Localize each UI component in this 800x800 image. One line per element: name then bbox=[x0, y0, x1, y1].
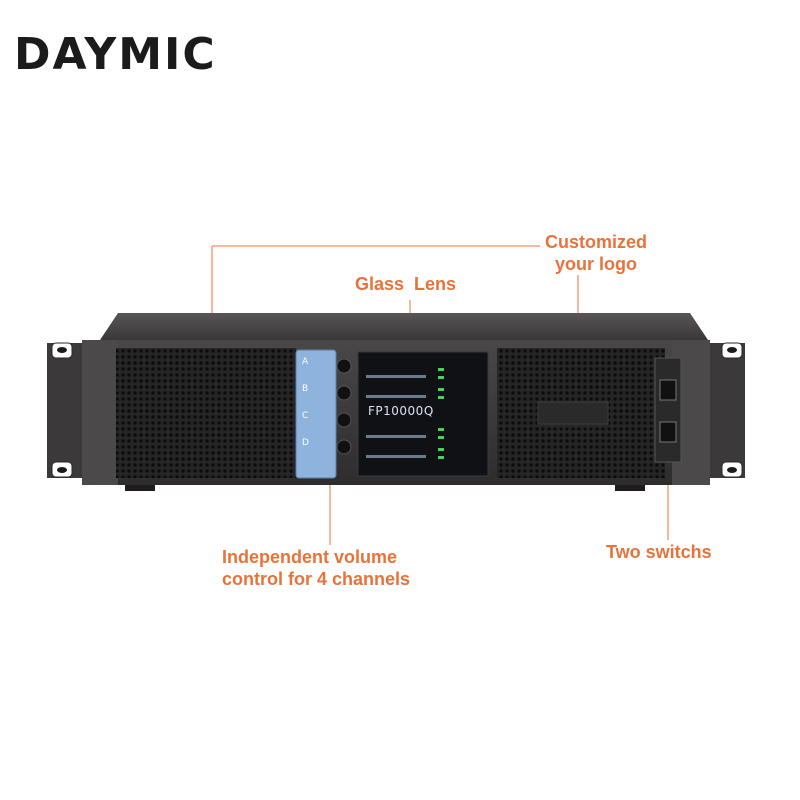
channel-letter-a: A bbox=[302, 357, 309, 367]
rack-ear-left bbox=[47, 342, 82, 478]
chassis-top bbox=[100, 313, 708, 340]
callout-customized-logo: Customized your logo bbox=[545, 231, 647, 275]
callout-customized-logo-line1: Customized bbox=[545, 232, 648, 252]
led-meters bbox=[366, 368, 444, 459]
brand-logo: DAYMIC bbox=[14, 30, 230, 80]
channel-letter-d: D bbox=[302, 438, 309, 448]
callout-customized-logo-line2: your logo bbox=[555, 254, 637, 274]
handle-left bbox=[82, 340, 118, 485]
channel-letter-c: C bbox=[302, 411, 308, 421]
rack-ear-right bbox=[710, 342, 745, 478]
channel-panel bbox=[295, 349, 337, 479]
callout-two-switches: Two switchs bbox=[606, 542, 712, 562]
switch-1 bbox=[659, 379, 677, 401]
switch-panel bbox=[654, 357, 682, 463]
callout-volume-control: Independent volume control for 4 channel… bbox=[222, 546, 410, 590]
logo-plate bbox=[537, 401, 609, 425]
grille-left bbox=[116, 348, 296, 478]
switch-2 bbox=[659, 421, 677, 443]
brand-logo-text: DAYMIC bbox=[14, 29, 217, 80]
channel-letters: A B C D bbox=[302, 357, 309, 448]
channel-letter-b: B bbox=[302, 384, 308, 394]
callout-volume-line2: control for 4 channels bbox=[222, 569, 411, 589]
callout-volume-line1: Independent volume bbox=[222, 547, 398, 567]
model-label: FP10000Q bbox=[368, 404, 434, 418]
callout-glass-lens: Glass Lens bbox=[355, 274, 457, 294]
volume-knobs bbox=[336, 358, 352, 455]
